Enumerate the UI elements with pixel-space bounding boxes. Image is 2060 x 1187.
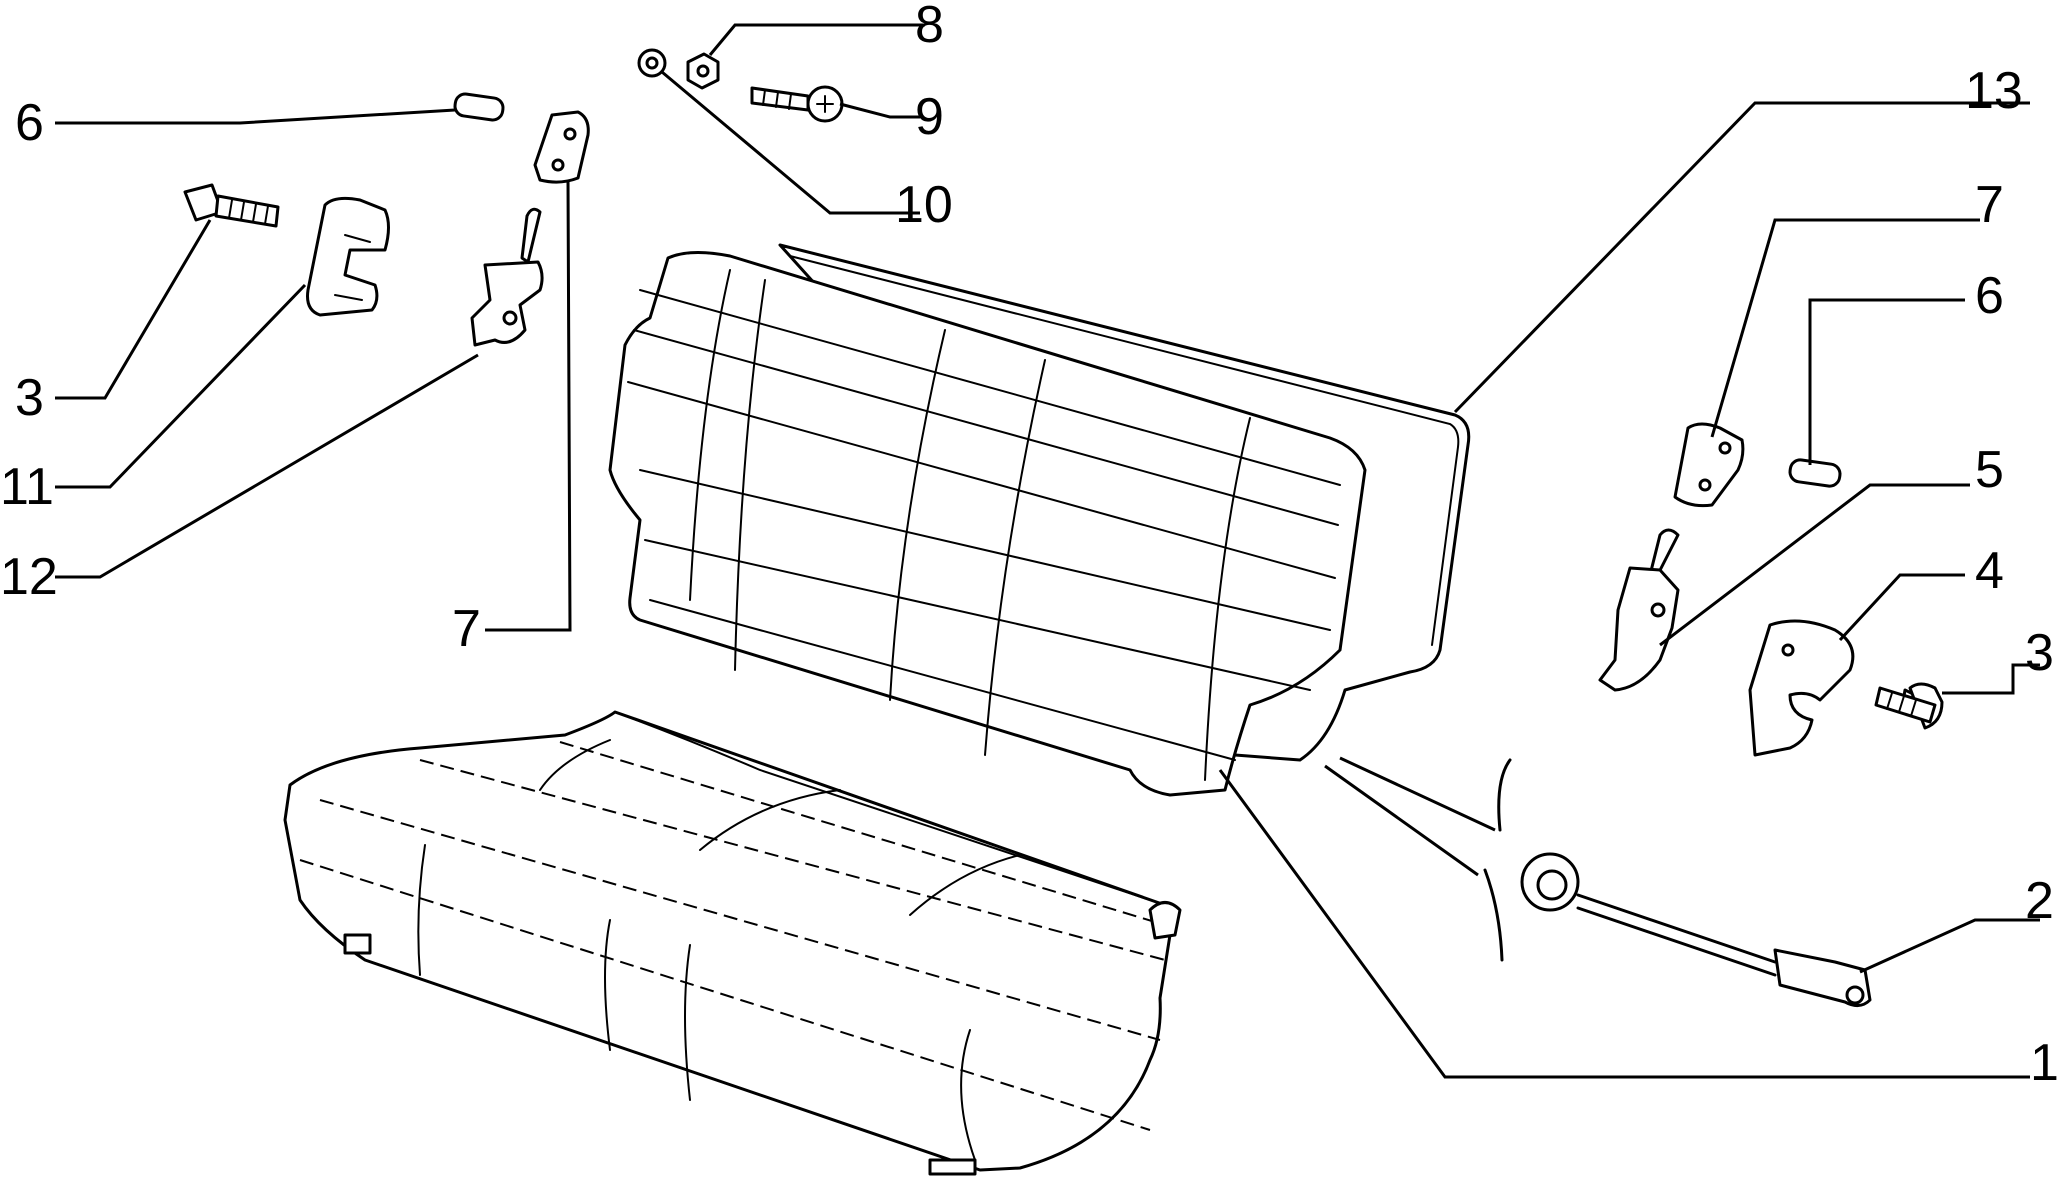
- callout-2: 2: [2025, 872, 2054, 930]
- pin-6-left: [453, 92, 505, 122]
- washer-10: [637, 48, 667, 78]
- leader-lines: [55, 23, 2040, 1079]
- callout-10: 10: [895, 176, 953, 234]
- callout-7-left: 7: [452, 600, 481, 658]
- hinge-cover-4: [1748, 619, 1855, 757]
- latch-12: [470, 207, 544, 347]
- callout-9: 9: [915, 88, 944, 146]
- callout-13: 13: [1965, 62, 2023, 120]
- callout-1: 1: [2030, 1034, 2059, 1092]
- hinge-plate-7-left: [533, 110, 590, 184]
- pin-6-right: [1788, 458, 1842, 488]
- latch-5: [1598, 528, 1680, 692]
- strap-2: [1520, 852, 1872, 1007]
- callout-6-right: 6: [1975, 267, 2004, 325]
- seat-back-cushion: [608, 251, 1367, 797]
- callout-8: 8: [915, 0, 944, 54]
- callout-5: 5: [1975, 441, 2004, 499]
- bolt-3-left: [183, 183, 280, 228]
- break-line: [1497, 758, 1512, 832]
- hinge-cover-11: [306, 196, 390, 317]
- screw-9: [750, 85, 844, 123]
- callout-3-right: 3: [2025, 624, 2054, 682]
- nut-8: [686, 52, 720, 90]
- break-line: [1483, 868, 1504, 962]
- callout-7-right: 7: [1975, 176, 2004, 234]
- bolt-3-right: [1874, 682, 1944, 730]
- callout-12: 12: [0, 548, 58, 606]
- callout-11: 11: [0, 458, 54, 516]
- callout-4: 4: [1975, 542, 2004, 600]
- hinge-plate-7-right: [1673, 422, 1745, 508]
- callout-6-left: 6: [15, 94, 44, 152]
- callout-3-left: 3: [15, 369, 44, 427]
- seat-cushion: [283, 710, 1182, 1176]
